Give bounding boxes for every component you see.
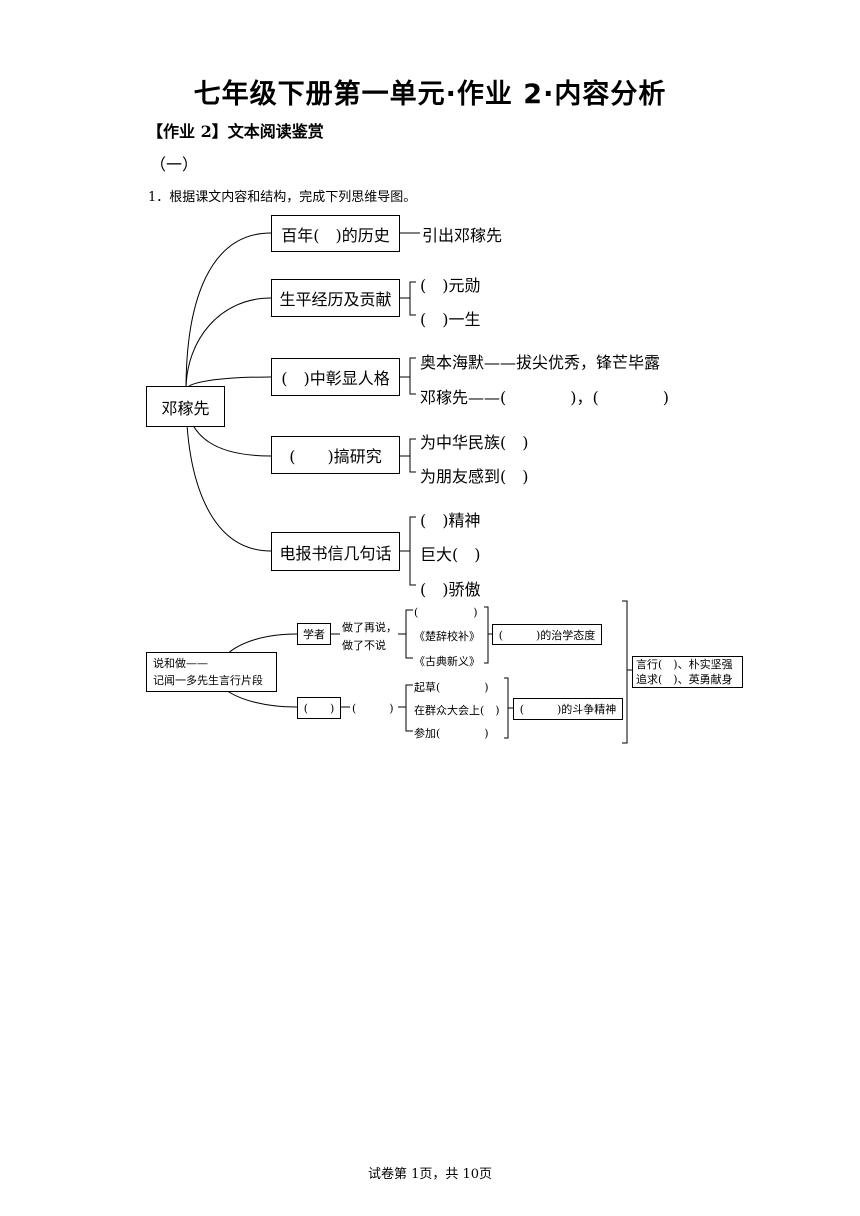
page-footer: 试卷第 1页，共 10页 (367, 1167, 493, 1182)
scholar-item: 《古典新义》 (414, 655, 480, 668)
branch-leaf: 引出邓稼先 (422, 226, 503, 245)
branch-box-5: 电报书信几句话 (271, 532, 400, 571)
branch-box-2: 生平经历及贡献 (271, 279, 400, 317)
branch-leaf: ( )元勋 (420, 276, 481, 295)
branch-leaf: ( )一生 (420, 310, 481, 329)
other-item: 参加( ) (414, 727, 489, 740)
branch-leaf: 为中华民族( ) (420, 433, 529, 452)
branch-leaf: 邓稼先——( )，( ) (420, 388, 669, 407)
map2-root: 说和做—— 记闻一多先生言行片段 (146, 652, 277, 692)
other-result: ( )的斗争精神 (519, 703, 617, 716)
page-title: 七年级下册第一单元·作业 2·内容分析 (193, 79, 667, 110)
branch-label: ( )中彰显人格 (281, 369, 390, 388)
other-item: 在群众大会上( ) (414, 704, 500, 717)
other-item: 起草( ) (414, 681, 489, 694)
subsection-heading: （一） (150, 155, 199, 174)
scholar-result: ( )的治学态度 (498, 628, 596, 642)
branch-leaf: 为朋友感到( ) (420, 467, 529, 486)
root-label: 邓稼先 (161, 398, 210, 418)
scholar-label: 学者 (303, 628, 325, 641)
root-line-1: 说和做—— (153, 657, 208, 670)
other-mid: ( ) (352, 702, 394, 715)
root-line-2: 记闻一多先生言行片段 (153, 674, 263, 687)
scholar-desc-2: 做了不说 (342, 639, 386, 652)
branch-leaf: ( )骄傲 (420, 580, 481, 599)
scholar-box: 学者 (297, 623, 331, 645)
summary-box: 言行( )、朴实坚强 追求( )、英勇献身 (632, 656, 743, 688)
other-box: ( ) (297, 697, 341, 719)
scholar-desc-1: 做了再说， (342, 621, 397, 634)
scholar-item: ( ) (414, 606, 478, 619)
branch-label: 生平经历及贡献 (279, 290, 392, 309)
branch-label: 百年( )的历史 (281, 225, 390, 245)
other-result-box: ( )的斗争精神 (513, 698, 623, 720)
scholar-item: 《楚辞校补》 (414, 630, 480, 643)
branch-box-4: ( )搞研究 (271, 436, 400, 474)
branch-box-3: ( )中彰显人格 (271, 358, 400, 396)
branch-label: 电报书信几句话 (279, 543, 392, 563)
mind-map-root: 邓稼先 (146, 386, 225, 427)
branch-leaf: 巨大( ) (420, 545, 481, 564)
branch-label: ( )搞研究 (289, 447, 382, 466)
scholar-result-box: ( )的治学态度 (492, 624, 602, 645)
branch-leaf: 奥本海默——拔尖优秀，锋芒毕露 (420, 353, 661, 372)
branch-leaf: ( )精神 (420, 511, 481, 530)
other-label: ( ) (303, 702, 335, 715)
summary-line-1: 言行( )、朴实坚强 (636, 658, 733, 671)
section-heading: 【作业 2】文本阅读鉴赏 (147, 122, 324, 141)
branch-box-1: 百年( )的历史 (271, 215, 400, 252)
summary-line-2: 追求( )、英勇献身 (636, 673, 733, 686)
question-text: 1．根据课文内容和结构，完成下列思维导图。 (148, 190, 417, 205)
